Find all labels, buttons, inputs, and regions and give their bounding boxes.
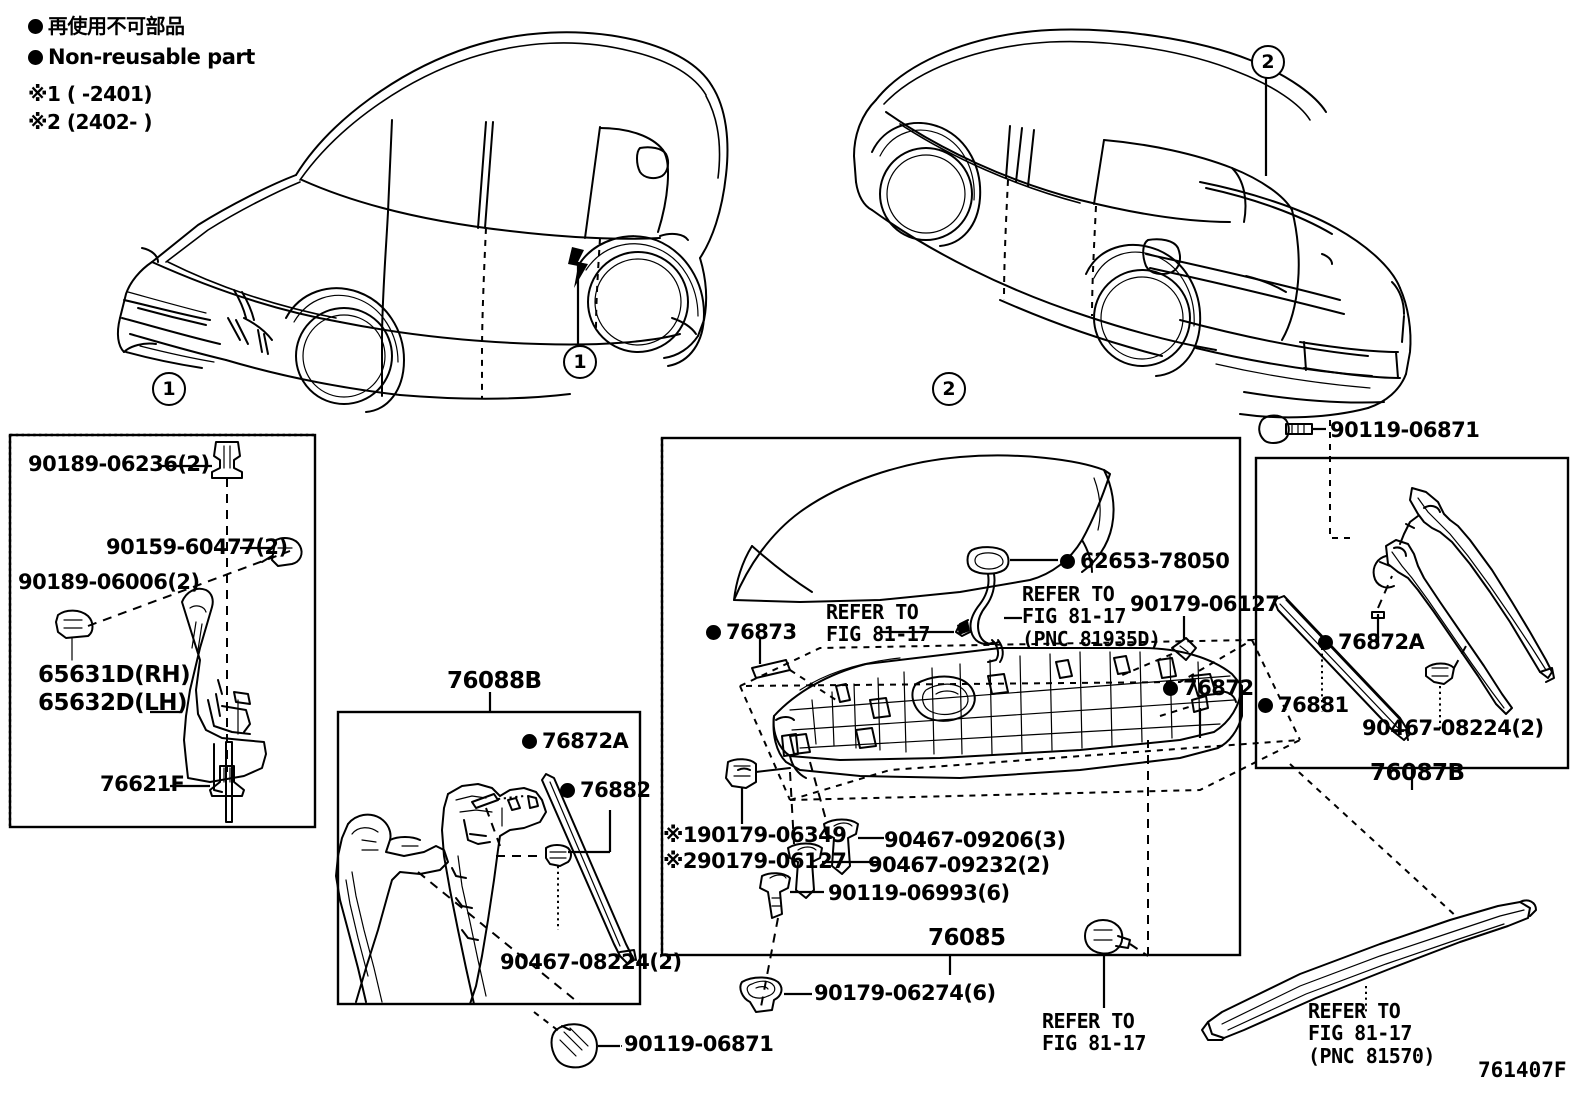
part-label-76872A-bottom: 76872A — [522, 729, 629, 753]
screw-90119-06871-top — [1258, 414, 1313, 444]
clip-90189-06006 — [55, 609, 94, 661]
wire-harness-81935D — [955, 573, 1004, 663]
moulding-pnc-81570 — [1201, 899, 1537, 1041]
part-label-76621F: 76621F — [100, 772, 185, 796]
part-label-90119-06871-bottom: 90119-06871 — [624, 1032, 774, 1056]
part-label-90179-06127-lower: ※290179-06127 — [663, 849, 847, 873]
part-label-90179-06127-upper: 90179-06127 — [1130, 592, 1280, 616]
right-parts-box — [1254, 414, 1570, 790]
part-label-90179-06349: ※190179-06349 — [663, 823, 847, 847]
clip-90467-08224-bottom — [545, 844, 572, 867]
refer-note-bottom-left: REFER TO FIG 81-17 — [1042, 1009, 1146, 1056]
vehicle-front-illustration — [116, 31, 729, 413]
nonreusable-dot-icon-4 — [560, 783, 575, 798]
screw-90119-06871-bottom — [550, 1023, 598, 1069]
nonreusable-dot-icon-8 — [1318, 635, 1333, 650]
clip-90159-60477 — [261, 537, 303, 567]
clip-90467-09206 — [823, 818, 859, 875]
callout-label-2: 2 — [932, 372, 966, 406]
part-label-65631D-RH: 65631D(RH) — [38, 662, 191, 688]
part-label-90119-06871-top: 90119-06871 — [1330, 418, 1480, 442]
part-label-76882: 76882 — [560, 778, 651, 802]
part-label-90467-09232: 90467-09232(2) — [868, 853, 1050, 877]
clip-90467-09232 — [787, 842, 823, 899]
legend-note-2: ※2 (2402- ) — [28, 110, 153, 134]
weatherstrip-76882 — [541, 773, 637, 965]
box-label-76087B: 76087B — [1370, 760, 1465, 786]
bracket-76872 — [1191, 695, 1209, 713]
bracket-right-center — [1372, 539, 1513, 715]
legend-en-nonreusable: Non-reusable part — [28, 45, 255, 69]
nonreusable-dot-icon-6 — [706, 625, 721, 640]
part-label-90467-09206: 90467-09206(3) — [884, 828, 1066, 852]
part-label-90119-06993: 90119-06993(6) — [828, 881, 1010, 905]
nonreusable-dot-icon-9 — [1258, 698, 1273, 713]
bracket-76873 — [751, 659, 791, 679]
clip-90179-06349 — [725, 758, 757, 789]
callout-circle-1-front: 1 — [563, 345, 597, 379]
part-label-90189-06006: 90189-06006(2) — [18, 570, 200, 594]
rear-garnish-body — [772, 647, 1243, 779]
part-label-90467-08224-right: 90467-08224(2) — [1362, 716, 1544, 740]
nonreusable-dot-icon-3 — [522, 734, 537, 749]
part-label-62653-78050: 62653-78050 — [1060, 549, 1230, 573]
clip-76872A-bottom — [471, 793, 499, 809]
clip-90179-06274 — [739, 976, 783, 1013]
part-label-76873: 76873 — [706, 620, 797, 644]
screw-refer-81-17 — [1084, 919, 1131, 955]
refer-note-center-right: REFER TO FIG 81-17 (PNC 81935D) — [1022, 582, 1161, 651]
refer-note-center-left: REFER TO FIG 81-17 — [826, 600, 930, 647]
part-label-90467-08224-bottom: 90467-08224(2) — [500, 950, 682, 974]
box-label-76088B: 76088B — [447, 668, 542, 694]
moulding-right-upper — [1399, 487, 1555, 683]
part-label-65632D-LH: 65632D(LH) — [38, 690, 188, 716]
legend-jp-nonreusable: 再使用不可部品 — [28, 10, 185, 39]
nonreusable-dot-icon-5 — [1060, 554, 1075, 569]
part-label-76881: 76881 — [1258, 693, 1349, 717]
refer-note-bottom-right: REFER TO FIG 81-17 (PNC 81570) — [1308, 999, 1435, 1068]
box-label-76085: 76085 — [928, 925, 1006, 951]
figure-code: 761407F — [1478, 1058, 1567, 1082]
grommet-62653-78050 — [966, 546, 1010, 575]
clip-90179-06127-upper — [1171, 637, 1197, 661]
legend-note-1: ※1 ( -2401) — [28, 82, 153, 106]
moulding-left-piece — [335, 813, 449, 1003]
callout-circle-2-rear: 2 — [1251, 45, 1285, 79]
part-label-90159-60477: 90159-60477(2) — [106, 535, 288, 559]
part-label-76872: 76872 — [1163, 676, 1254, 700]
center-parts-box — [660, 436, 1301, 1013]
part-label-90189-06236: 90189-06236(2) — [28, 452, 210, 476]
rear-spoiler-76085 — [733, 454, 1115, 603]
bottom-center-parts-box — [335, 692, 642, 1006]
screw-76621F — [209, 765, 245, 797]
nonreusable-dot-icon-2 — [28, 50, 43, 65]
vehicle-rear-illustration — [853, 28, 1412, 419]
clip-90467-08224-right — [1425, 662, 1455, 685]
clip-90189-06236 — [211, 441, 243, 479]
screw-90119-06993 — [759, 872, 791, 919]
left-parts-box — [8, 433, 317, 829]
nonreusable-dot-icon-7 — [1163, 681, 1178, 696]
part-label-90179-06274: 90179-06274(6) — [814, 981, 996, 1005]
callout-label-1: 1 — [152, 372, 186, 406]
bracket-65631D — [181, 587, 267, 823]
moulding-center-piece — [441, 783, 547, 1005]
moulding-76881 — [1273, 595, 1411, 741]
nonreusable-dot-icon — [28, 19, 43, 34]
part-label-76872A-right: 76872A — [1318, 630, 1425, 654]
